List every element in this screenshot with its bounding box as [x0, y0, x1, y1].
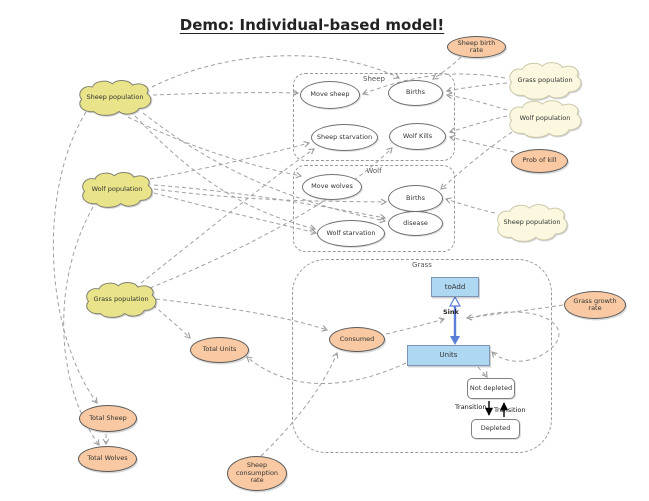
cloud-wolf-population-right[interactable]: Wolf population — [505, 98, 585, 140]
cloud-label: Sheep population — [86, 93, 144, 102]
var-label: Total Wolves — [87, 454, 128, 463]
cloud-icon — [82, 172, 153, 208]
cloud-icon — [509, 100, 582, 138]
event-label: Births — [406, 88, 425, 97]
var-label: Consumed — [339, 334, 375, 343]
param-label: Sheep consumption rate — [235, 461, 279, 485]
grass-agent-frame[interactable]: Grass — [292, 259, 552, 453]
cloud-icon — [79, 80, 152, 116]
event-disease[interactable]: disease — [388, 211, 443, 236]
flow-label: Sink — [443, 308, 459, 316]
var-label: Total Units — [202, 345, 237, 354]
cloud-label: Grass population — [93, 295, 149, 304]
cloud-icon — [509, 62, 582, 100]
state-label: Depleted — [480, 424, 511, 433]
stock-to-add[interactable]: toAdd — [431, 277, 479, 297]
param-prob-of-kill[interactable]: Prob of kill — [511, 149, 568, 173]
var-total-units[interactable]: Total Units — [190, 337, 249, 363]
cloud-label: Sheep population — [503, 218, 561, 227]
cloud-icon — [497, 204, 568, 242]
event-move-sheep[interactable]: Move sheep — [300, 81, 360, 109]
page-title: Demo: Individual-based model! — [179, 16, 445, 34]
transition-label-right: Transition — [494, 406, 526, 414]
cloud-wolf-population-left[interactable]: Wolf population — [78, 170, 156, 210]
param-label: Sheep birth rate — [457, 38, 496, 54]
var-total-wolves[interactable]: Total Wolves — [78, 446, 137, 472]
param-sheep-birth-rate[interactable]: Sheep birth rate — [447, 36, 506, 58]
event-label: Move sheep — [310, 90, 350, 99]
param-label: Grass growth rate — [573, 296, 617, 312]
stock-label: toAdd — [444, 282, 466, 291]
event-wolf-starvation[interactable]: Wolf starvation — [317, 220, 385, 247]
event-births-sheep[interactable]: Births — [388, 80, 443, 106]
cloud-label: Wolf population — [91, 185, 143, 194]
event-label: Births — [406, 193, 425, 202]
sheep-frame-label: Sheep — [363, 75, 385, 83]
grass-frame-label: Grass — [412, 261, 432, 269]
event-move-wolves[interactable]: Move wolves — [302, 174, 362, 200]
state-label: Not depleted — [469, 383, 513, 392]
statechart-transitions — [484, 401, 509, 417]
param-grass-growth-rate[interactable]: Grass growth rate — [564, 291, 626, 319]
cloud-icon — [86, 282, 157, 318]
wolf-frame-label: Wolf — [366, 167, 382, 175]
transition-label-left: Transition — [455, 403, 487, 411]
cloud-label: Grass population — [517, 76, 573, 85]
param-label: Prob of kill — [522, 156, 557, 165]
dashed-connectors — [52, 55, 564, 457]
stock-units[interactable]: Units — [407, 345, 490, 366]
state-not-depleted[interactable]: Not depleted — [467, 378, 515, 399]
event-label: Sheep starvation — [316, 132, 373, 141]
param-sheep-consumption-rate[interactable]: Sheep consumption rate — [227, 456, 287, 491]
event-births-wolf[interactable]: Births — [388, 185, 443, 212]
var-label: Total Sheep — [89, 413, 127, 422]
event-label: Wolf Kills — [402, 131, 433, 140]
cloud-grass-population-left[interactable]: Grass population — [82, 280, 160, 320]
event-label: disease — [403, 218, 428, 227]
cloud-label: Wolf population — [519, 114, 571, 123]
event-wolf-kills[interactable]: Wolf Kills — [389, 123, 446, 150]
var-consumed[interactable]: Consumed — [329, 327, 385, 352]
cloud-sheep-population-left[interactable]: Sheep population — [75, 78, 155, 118]
event-label: Move wolves — [311, 182, 353, 191]
event-label: Wolf starvation — [326, 228, 376, 237]
state-depleted[interactable]: Depleted — [471, 419, 520, 439]
stock-label: Units — [439, 351, 458, 360]
event-sheep-starvation[interactable]: Sheep starvation — [311, 124, 378, 151]
sheep-agent-frame[interactable]: Sheep — [293, 73, 455, 161]
wolf-agent-frame[interactable]: Wolf — [293, 165, 455, 252]
cloud-sheep-population-right[interactable]: Sheep population — [493, 202, 571, 244]
stock-flow-arrow — [448, 295, 462, 345]
cloud-grass-population-right[interactable]: Grass population — [505, 60, 585, 102]
var-total-sheep[interactable]: Total Sheep — [79, 405, 137, 432]
